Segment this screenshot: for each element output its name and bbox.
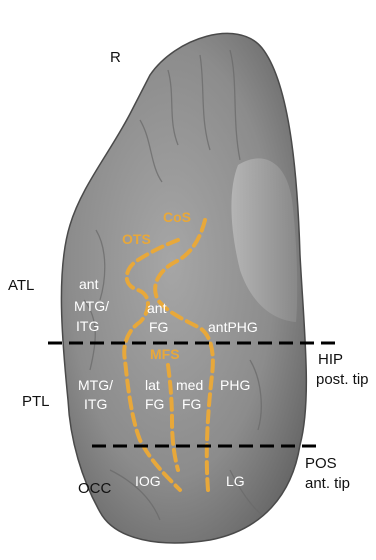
pos-label: POS [305,455,337,472]
iog-label: IOG [135,473,161,489]
mfs-label: MFS [150,346,180,362]
pos-ant-tip-label: ant. tip [305,475,350,492]
antphg-label: antPHG [208,319,258,335]
lat-fg-label-2: FG [145,396,164,412]
mtg-itg-label-1: MTG/ [78,377,113,393]
ots-label: OTS [122,231,151,247]
ant-fg-label-2: FG [149,319,168,335]
occ-label: OCC [78,480,112,497]
ant-fg-label-1: ant [147,300,167,316]
med-fg-label-1: med [176,377,203,393]
ant-mtg-itg-label-3: ITG [76,318,99,334]
hemisphere-label: R [110,49,121,66]
ant-mtg-itg-label-1: ant [79,276,99,292]
hip-post-tip-label: post. tip [316,371,369,388]
med-fg-label-2: FG [182,396,201,412]
mtg-itg-label-2: ITG [84,396,107,412]
atl-label: ATL [8,277,34,294]
lat-fg-label-1: lat [145,377,160,393]
ant-mtg-itg-label-2: MTG/ [74,298,109,314]
cos-label: CoS [163,209,191,225]
lg-label: LG [226,473,245,489]
ptl-label: PTL [22,393,50,410]
hip-label: HIP [318,351,343,368]
phg-label: PHG [220,377,250,393]
